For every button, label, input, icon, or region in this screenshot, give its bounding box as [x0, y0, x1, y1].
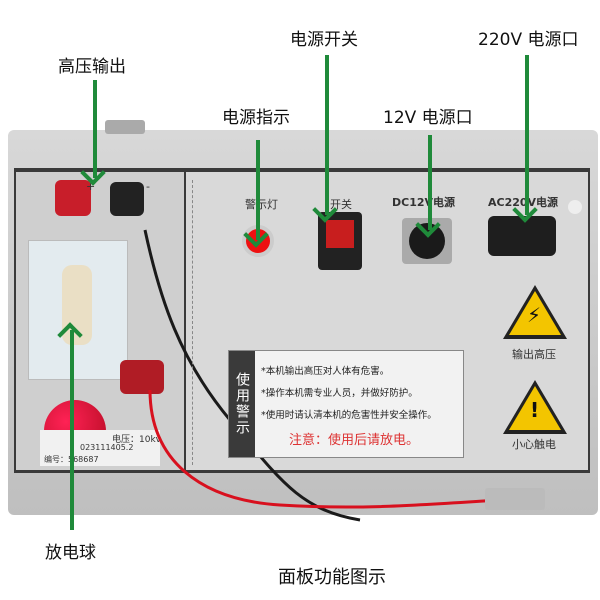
red-terminal — [120, 360, 164, 394]
switch-rocker[interactable] — [326, 220, 354, 248]
hinge — [105, 120, 145, 134]
warning-line: *使用时请认清本机的危害性并安全操作。 — [261, 410, 437, 421]
ac220v-socket[interactable] — [488, 216, 556, 256]
callout-power-switch: 电源开关 — [290, 30, 358, 50]
callout-dc12v-port: 12V 电源口 — [383, 108, 473, 128]
callout-discharge-ball: 放电球 — [45, 543, 96, 563]
divider-line — [192, 180, 193, 465]
lightning-icon: ⚡ — [527, 303, 542, 327]
minus-label: - — [146, 180, 150, 193]
nameplate — [40, 430, 160, 466]
screw — [568, 200, 582, 214]
negative-terminal — [110, 182, 144, 216]
arrow-dc12v-port — [428, 135, 432, 230]
plus-label: + — [86, 180, 96, 193]
power-switch[interactable] — [318, 212, 362, 270]
arrow-high-voltage-output — [93, 80, 97, 178]
callout-high-voltage-output: 高压输出 — [58, 57, 126, 77]
dc-label: DC12V电源 — [392, 196, 456, 209]
latch — [485, 488, 545, 510]
warning-line: *本机输出高压对人体有危害。 — [261, 366, 390, 377]
warning-line: *操作本机需专业人员，并做好防护。 — [261, 388, 418, 399]
arrow-discharge-ball — [70, 330, 74, 530]
warning-label: 使用警示 *本机输出高压对人体有危害。 *操作本机需专业人员，并做好防护。 *使… — [228, 350, 464, 458]
warning-note: 注意：使用后请放电。 — [289, 433, 420, 448]
triangle1-label: 输出高压 — [512, 348, 556, 361]
callout-ac220v-port: 220V 电源口 — [478, 30, 579, 50]
arrow-power-indicator — [256, 140, 260, 240]
nameplate-date: 023111405.2 — [80, 443, 134, 452]
nameplate-voltage: 电压：10kv — [112, 435, 161, 445]
caution-triangle — [503, 380, 567, 434]
arrow-ac220v-port — [525, 55, 529, 215]
caption: 面板功能图示 — [278, 567, 386, 588]
triangle2-label: 小心触电 — [512, 438, 556, 451]
indicator-label: 警示灯 — [245, 198, 278, 211]
warning-title: 使用警示 — [229, 351, 255, 457]
high-voltage-triangle — [503, 285, 567, 339]
arrow-power-switch — [325, 55, 329, 215]
exclamation-icon: ! — [530, 398, 540, 422]
positive-terminal — [55, 180, 91, 216]
callout-power-indicator: 电源指示 — [222, 108, 290, 128]
